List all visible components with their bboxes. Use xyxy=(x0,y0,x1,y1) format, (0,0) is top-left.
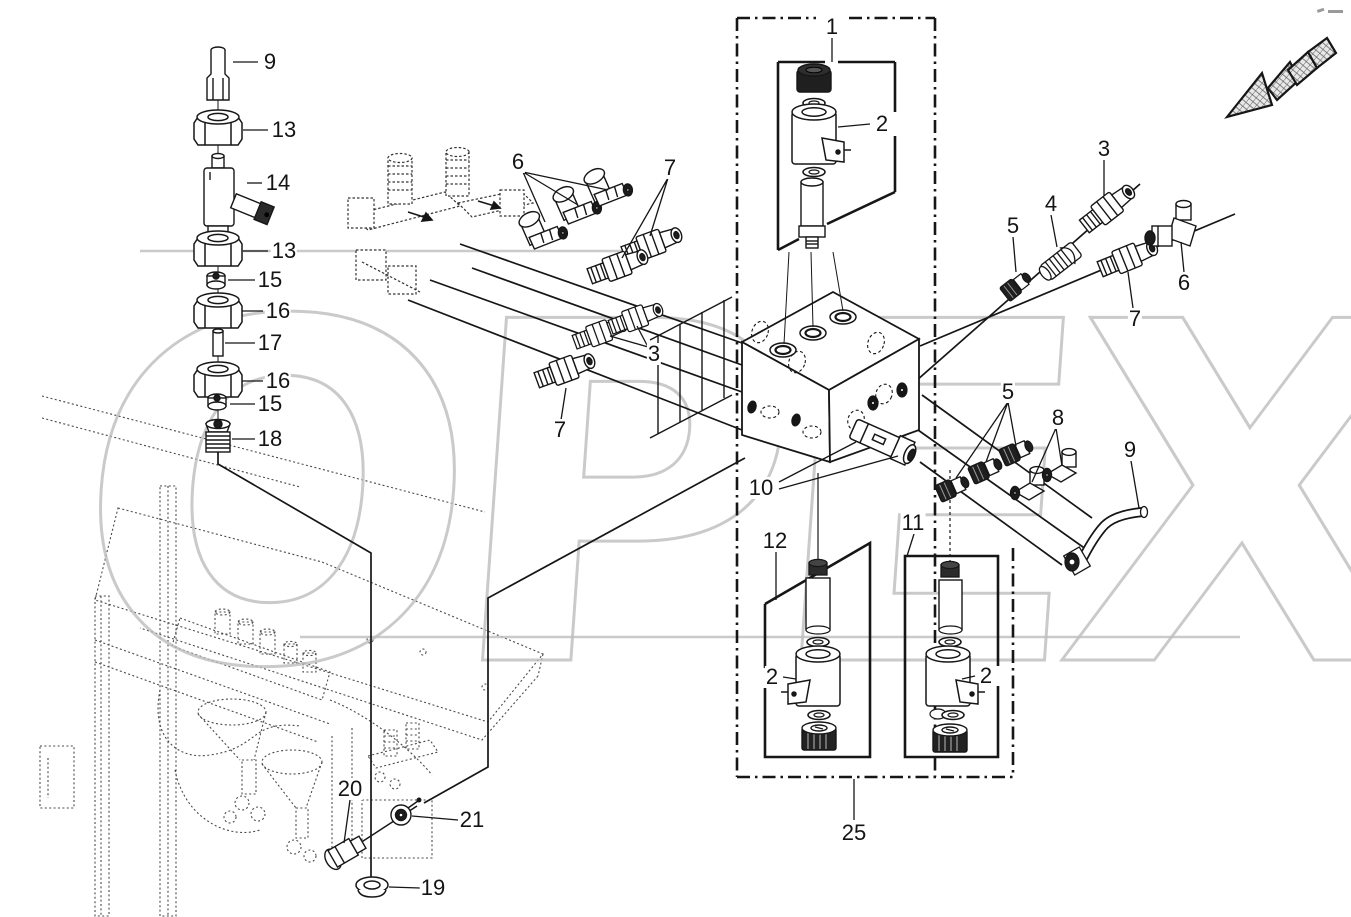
callout-5-18: 5 xyxy=(1005,213,1021,238)
part-6-elbow xyxy=(1144,199,1197,247)
part-oring xyxy=(802,166,826,178)
callout-15-4: 15 xyxy=(256,267,284,292)
callout-2-28: 2 xyxy=(978,663,994,688)
callout-2-15: 2 xyxy=(874,111,890,136)
callout-15-8: 15 xyxy=(256,391,284,416)
part-21-flange xyxy=(390,797,422,826)
part-cap xyxy=(796,63,832,93)
callout-9-23: 9 xyxy=(1122,437,1138,462)
callout-2-27: 2 xyxy=(764,664,780,689)
connector-lines xyxy=(817,470,951,564)
direction-arrow-icon xyxy=(1224,36,1338,119)
part-10-cartridge xyxy=(849,419,917,467)
callout-20-30: 20 xyxy=(336,776,364,801)
part-13-union-nut xyxy=(193,230,243,267)
callout-11-26: 11 xyxy=(900,510,926,535)
left-fitting-column xyxy=(193,46,276,453)
callout-16-5: 16 xyxy=(264,298,292,323)
callout-19-32: 19 xyxy=(419,875,447,900)
flow-arrows xyxy=(407,200,502,222)
inline-manifold xyxy=(347,146,535,295)
bottom-hardware xyxy=(324,797,422,898)
watermark-text: OPEX xyxy=(58,224,1351,771)
cartridge-stack-12 xyxy=(780,558,841,751)
part-6-elbow xyxy=(579,161,635,209)
part-17-pin xyxy=(212,328,224,357)
sub-box-top xyxy=(776,60,897,252)
watermark: OPEX xyxy=(57,222,1351,772)
callout-8-22: 8 xyxy=(1050,405,1066,430)
part-20-fitting xyxy=(324,835,367,871)
callout-16-7: 16 xyxy=(264,368,292,393)
callout-21-31: 21 xyxy=(458,807,486,832)
callout-10-24: 10 xyxy=(747,475,775,500)
part-13-union-nut xyxy=(193,109,243,146)
callout-6-19: 6 xyxy=(1176,270,1192,295)
callout-12-25: 12 xyxy=(761,528,789,553)
callout-9-0: 9 xyxy=(262,49,278,74)
callout-17-6: 17 xyxy=(256,330,284,355)
part-15-seal-ring xyxy=(206,271,226,290)
callout-1-14: 1 xyxy=(824,14,840,39)
part-coil-nut xyxy=(801,721,837,751)
machine-outline xyxy=(39,395,544,917)
part-18-threaded-fitting xyxy=(204,418,232,453)
part-16-nut xyxy=(193,292,243,329)
cartridge-stack-11 xyxy=(925,560,986,753)
sub-box-11 xyxy=(903,554,1000,759)
callout-4-17: 4 xyxy=(1043,191,1059,216)
part-cartridge-stem xyxy=(798,177,826,249)
part-19-grommet xyxy=(355,876,389,898)
callout-7-11: 7 xyxy=(662,155,678,180)
part-4-fitting xyxy=(1038,242,1082,281)
callout-7-13: 7 xyxy=(552,417,568,442)
sub-box-12 xyxy=(763,540,872,759)
part-15-seal-ring xyxy=(207,393,227,411)
part-14-metering-valve xyxy=(203,152,276,235)
callout-3-16: 3 xyxy=(1096,136,1112,161)
part-9-tube xyxy=(1062,505,1149,576)
part-16-nut xyxy=(193,361,243,398)
top-cartridge-stack xyxy=(783,63,852,345)
callout-14-2: 14 xyxy=(264,170,292,195)
callout-5-21: 5 xyxy=(1000,379,1016,404)
part-coil-nut xyxy=(932,723,968,753)
callout-18-9: 18 xyxy=(256,426,284,451)
part-2-solenoid-body xyxy=(791,103,852,165)
right-fittings xyxy=(933,178,1197,576)
callout-6-10: 6 xyxy=(510,149,526,174)
callout-25-29: 25 xyxy=(840,820,868,845)
callout-3-12: 3 xyxy=(646,341,662,366)
corner-mark xyxy=(1316,7,1343,13)
callout-7-20: 7 xyxy=(1127,306,1143,331)
valve-block xyxy=(740,290,921,467)
part-9-nozzle xyxy=(206,46,230,101)
leader-lines xyxy=(225,38,1185,889)
callout-13-1: 13 xyxy=(270,117,298,142)
callout-13-3: 13 xyxy=(270,238,298,263)
